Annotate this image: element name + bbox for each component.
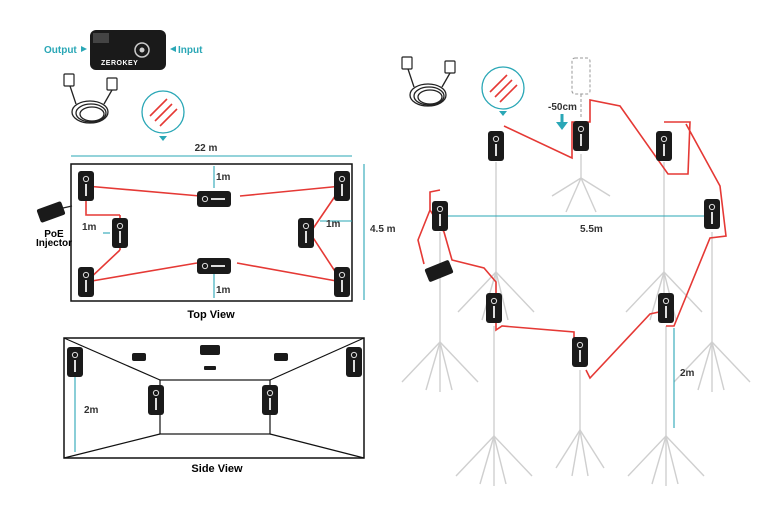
- sensor-unit: [333, 170, 351, 202]
- sensor-unit: [333, 266, 351, 298]
- sensor-unit: [196, 257, 232, 275]
- sensor-unit: [147, 384, 165, 416]
- sensor-unit: [345, 346, 363, 378]
- scene-3d: -50cm 5.5m 2m: [401, 56, 751, 487]
- side-view: 2m Side View: [63, 337, 365, 475]
- cable-legend: [63, 73, 185, 141]
- sensor-unit: [66, 346, 84, 378]
- poe-label-line2: Injector: [36, 238, 72, 249]
- down-arrow-icon: [556, 122, 568, 130]
- coiled-cable-icon: [401, 56, 456, 107]
- tripod-stand: [401, 231, 479, 393]
- red-cable-zoom-icon: [141, 90, 185, 134]
- tripod-stand: [555, 370, 605, 477]
- top-view: 22 m 4.5 m 1m 1m 1m 1m PoE Injector Top …: [36, 143, 396, 321]
- top-view-title: Top View: [187, 309, 235, 321]
- device-brand: ZEROKEY: [101, 60, 138, 67]
- tripod-stand: [455, 325, 533, 487]
- sensor-unit: [111, 217, 129, 249]
- sensor-unit: [132, 353, 146, 361]
- sensor-unit: [200, 345, 220, 355]
- zoom-pointer-icon: [159, 136, 167, 141]
- sensor-unit: [274, 353, 288, 361]
- gap-label-3: 1m: [326, 219, 341, 230]
- device-sensor-icon: [134, 42, 150, 58]
- red-cable-zoom-icon: [481, 66, 525, 110]
- width-label: 22 m: [195, 143, 218, 154]
- output-label: Output: [44, 45, 77, 56]
- sensor-unit: [431, 200, 449, 232]
- sensor-unit: [655, 130, 673, 162]
- sensor-unit: [572, 120, 590, 152]
- height-label: 4.5 m: [370, 224, 396, 235]
- sensor-unit: [77, 170, 95, 202]
- sensor-unit: [196, 190, 232, 208]
- device-callout: Output ZEROKEY Input: [44, 30, 203, 70]
- device-port-icon: [93, 33, 109, 43]
- side-height-label: 2m: [84, 405, 99, 416]
- span-label: 5.5m: [580, 224, 603, 235]
- 3d-cabling: [429, 99, 727, 380]
- sensor-unit: [204, 366, 216, 370]
- room-outline-side: [63, 337, 365, 459]
- sensor-unit: [487, 130, 505, 162]
- side-view-title: Side View: [191, 463, 243, 475]
- height-3d-label: 2m: [680, 368, 695, 379]
- output-arrow-icon: [81, 46, 87, 52]
- poe-label-line1: PoE: [44, 229, 64, 240]
- sensor-unit: [703, 198, 721, 230]
- input-label: Input: [178, 45, 203, 56]
- cable-legend-3d: [401, 56, 525, 116]
- center-tripod: [551, 154, 611, 213]
- raised-position-ghost: [571, 57, 591, 95]
- gap-label-2: 1m: [82, 222, 97, 233]
- sensor-unit: [261, 384, 279, 416]
- sensor-unit: [485, 292, 503, 324]
- sensor-unit: [77, 266, 95, 298]
- input-arrow-icon: [170, 46, 176, 52]
- coiled-cable-icon: [63, 73, 118, 124]
- sensor-unit: [571, 336, 589, 368]
- tripod-stand: [627, 325, 705, 487]
- sensor-unit: [657, 292, 675, 324]
- gap-label-4: 1m: [216, 285, 231, 296]
- above-label: -50cm: [548, 102, 577, 113]
- poe-injector-icon: [424, 260, 454, 282]
- poe-injector-icon: [36, 201, 66, 223]
- sensor-unit: [297, 217, 315, 249]
- gap-label-1: 1m: [216, 172, 231, 183]
